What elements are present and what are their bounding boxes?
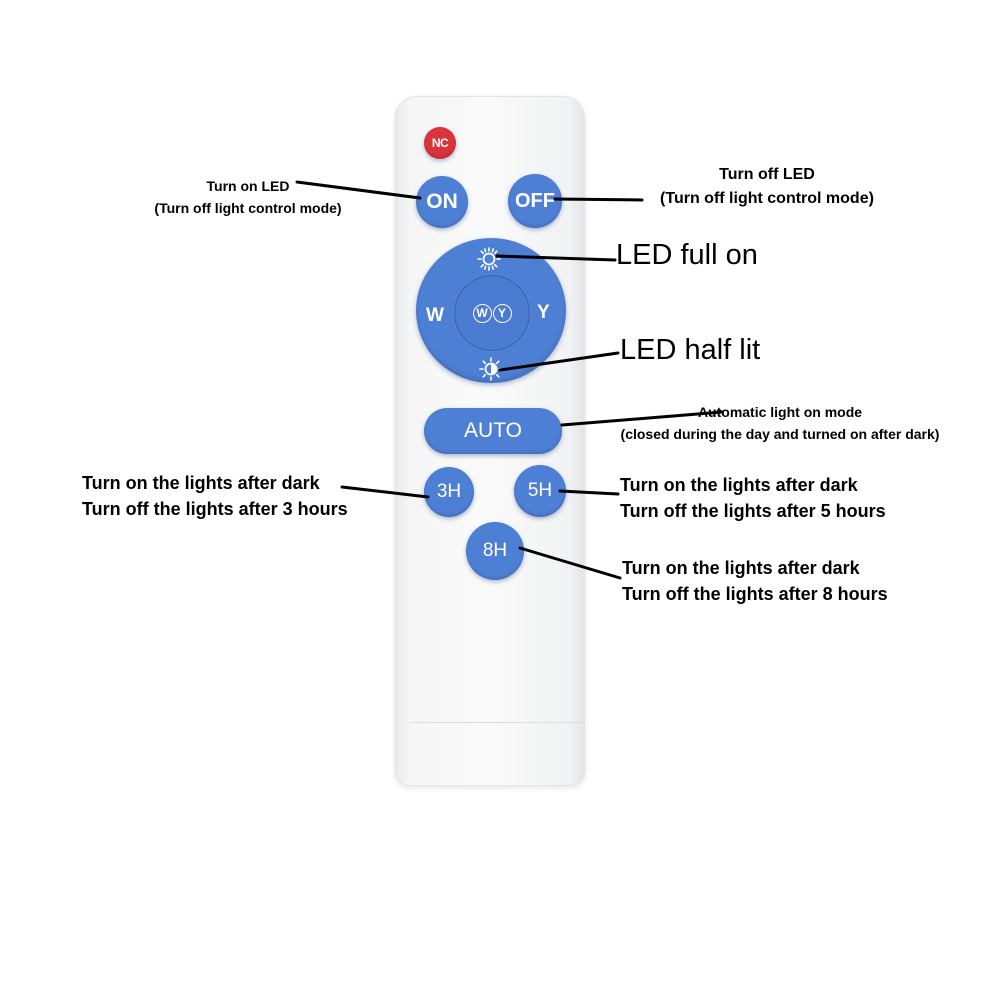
on-button[interactable]: ON (416, 176, 468, 228)
off-button[interactable]: OFF (508, 174, 562, 228)
5h-timer-button[interactable]: 5H (514, 465, 566, 517)
8h-annotation-line1: Turn on the lights after dark (622, 558, 860, 578)
auto-button[interactable]: AUTO (424, 408, 562, 454)
wy-y-glyph: Y (492, 303, 512, 323)
dial-y-button[interactable]: Y (537, 302, 550, 323)
half-lit-annotation: LED half lit (620, 334, 761, 366)
3h-annotation: Turn on the lights after dark Turn off t… (82, 470, 348, 522)
auto-annotation: Automatic light on mode (closed during t… (600, 401, 960, 445)
5h-annotation: Turn on the lights after dark Turn off t… (620, 472, 886, 524)
sun-half-icon[interactable] (478, 356, 504, 382)
sun-full-icon[interactable] (476, 246, 502, 272)
full-on-annotation: LED full on (616, 239, 758, 271)
auto-annotation-line2: (closed during the day and turned on aft… (620, 426, 940, 442)
dial-w-button[interactable]: W (426, 305, 444, 326)
3h-annotation-line1: Turn on the lights after dark (82, 473, 320, 493)
5h-annotation-line1: Turn on the lights after dark (620, 475, 858, 495)
8h-timer-button[interactable]: 8H (466, 522, 524, 580)
nc-button[interactable]: NC (424, 127, 456, 159)
on-annotation-line1: Turn on LED (206, 178, 290, 194)
wy-icon: W Y (472, 303, 512, 323)
on-annotation-line2: (Turn off light control mode) (154, 200, 342, 216)
5h-annotation-line2: Turn off the lights after 5 hours (620, 501, 886, 521)
remote-battery-seam (410, 722, 585, 723)
off-annotation-line2: (Turn off light control mode) (660, 190, 874, 207)
3h-timer-button[interactable]: 3H (424, 467, 474, 517)
auto-annotation-line1: Automatic light on mode (697, 404, 863, 420)
wy-center-button[interactable]: W Y (454, 275, 530, 351)
off-annotation: Turn off LED (Turn off light control mod… (642, 163, 892, 211)
8h-annotation-line2: Turn off the lights after 8 hours (622, 584, 888, 604)
on-annotation: Turn on LED (Turn off light control mode… (140, 175, 356, 219)
8h-annotation: Turn on the lights after dark Turn off t… (622, 555, 888, 607)
off-annotation-line1: Turn off LED (719, 166, 815, 183)
wy-w-glyph: W (472, 303, 492, 323)
3h-annotation-line2: Turn off the lights after 3 hours (82, 499, 348, 519)
